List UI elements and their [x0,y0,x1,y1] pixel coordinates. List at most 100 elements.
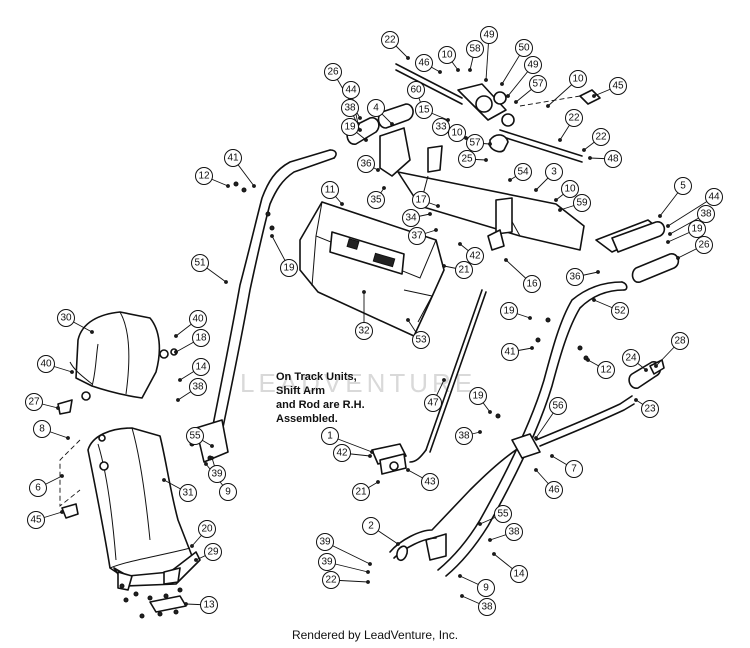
footer-credit: Rendered by LeadVenture, Inc. [291,628,459,642]
callout-arrowhead [458,242,462,246]
control-panel [299,201,445,337]
svg-text:49: 49 [527,60,539,71]
callout-33: 33 [432,118,450,136]
svg-text:22: 22 [595,132,607,143]
callout-arrowhead [406,468,410,472]
callout-44: 44 [342,81,360,99]
callout-arrowhead [666,224,670,228]
callout-arrowhead [528,316,532,320]
callout-arrowhead [558,208,562,212]
svg-text:8: 8 [39,424,45,435]
svg-text:44: 44 [345,85,357,96]
svg-text:10: 10 [451,128,463,139]
callout-arrowhead [534,436,538,440]
svg-text:55: 55 [189,431,201,442]
callout-arrowhead [488,538,492,542]
svg-text:45: 45 [30,515,42,526]
callout-arrowhead [56,406,60,410]
callout-arrowhead [442,264,446,268]
callout-57: 57 [529,75,547,93]
svg-text:56: 56 [552,401,564,412]
svg-text:14: 14 [513,569,525,580]
svg-text:41: 41 [227,153,239,164]
callout-16: 16 [523,275,541,293]
callout-38: 38 [455,427,473,445]
svg-text:5: 5 [680,181,686,192]
svg-text:45: 45 [612,81,624,92]
callout-arrowhead [460,594,464,598]
callout-42: 42 [333,444,351,462]
callout-43: 43 [421,473,439,491]
svg-text:46: 46 [548,485,560,496]
callout-arrowhead [66,436,70,440]
callout-arrowhead [210,456,214,460]
callout-46: 46 [415,54,433,72]
left-handle [189,149,337,463]
callout-arrowhead [436,204,440,208]
svg-text:2: 2 [368,521,374,532]
callout-5: 5 [674,177,692,195]
callout-arrowhead [592,94,596,98]
callout-arrowhead [592,298,596,302]
chute-lower-bracket [113,551,201,613]
callout-59: 59 [573,194,591,212]
svg-text:40: 40 [192,314,204,325]
callout-19: 19 [469,387,487,405]
callout-10: 10 [448,124,466,142]
callout-38: 38 [697,205,715,223]
callout-arrowhead [478,522,482,526]
svg-text:15: 15 [418,105,430,116]
svg-text:35: 35 [370,195,382,206]
svg-text:22: 22 [325,575,337,586]
callout-38: 38 [189,378,207,396]
callout-22: 22 [565,109,583,127]
callout-arrowhead [60,474,64,478]
callout-arrowhead [478,430,482,434]
svg-text:11: 11 [325,185,336,196]
callout-arrowhead [588,156,592,160]
callout-19: 19 [500,302,518,320]
callout-arrowhead [366,570,370,574]
callout-41: 41 [501,343,519,361]
svg-text:19: 19 [344,122,356,133]
callout-arrowhead [506,94,510,98]
callout-50: 50 [515,39,533,57]
callout-arrowhead [534,188,538,192]
callout-arrowhead [488,142,492,146]
callout-39: 39 [316,533,334,551]
svg-text:44: 44 [708,192,720,203]
shift-handle-knob [628,359,665,389]
svg-text:60: 60 [410,85,422,96]
callout-arrowhead [634,398,638,402]
svg-text:10: 10 [564,184,576,195]
callout-arrowhead [70,370,74,374]
svg-text:21: 21 [458,265,470,276]
svg-text:1: 1 [327,431,333,442]
callout-arrowhead [484,158,488,162]
callout-arrowhead [654,364,658,368]
callout-13: 13 [200,596,218,614]
callout-arrowhead [666,240,670,244]
callout-45: 45 [609,77,627,95]
callout-57: 57 [466,134,484,152]
callout-arrowhead [340,202,344,206]
svg-text:10: 10 [441,50,453,61]
callout-49: 49 [480,26,498,44]
svg-text:38: 38 [344,103,356,114]
svg-text:43: 43 [424,477,436,488]
callout-arrowhead [358,116,362,120]
callout-41: 41 [224,149,242,167]
svg-text:54: 54 [517,167,529,178]
svg-text:9: 9 [483,583,489,594]
callout-55: 55 [494,505,512,523]
svg-text:42: 42 [336,448,348,459]
callout-arrowhead [468,68,472,72]
callout-arrowhead [210,444,214,448]
svg-text:10: 10 [572,74,584,85]
right-grip-rolls [595,219,680,283]
callout-25: 25 [458,150,476,168]
callout-arrowhead [390,122,394,126]
svg-text:29: 29 [207,547,219,558]
svg-text:31: 31 [182,488,194,499]
